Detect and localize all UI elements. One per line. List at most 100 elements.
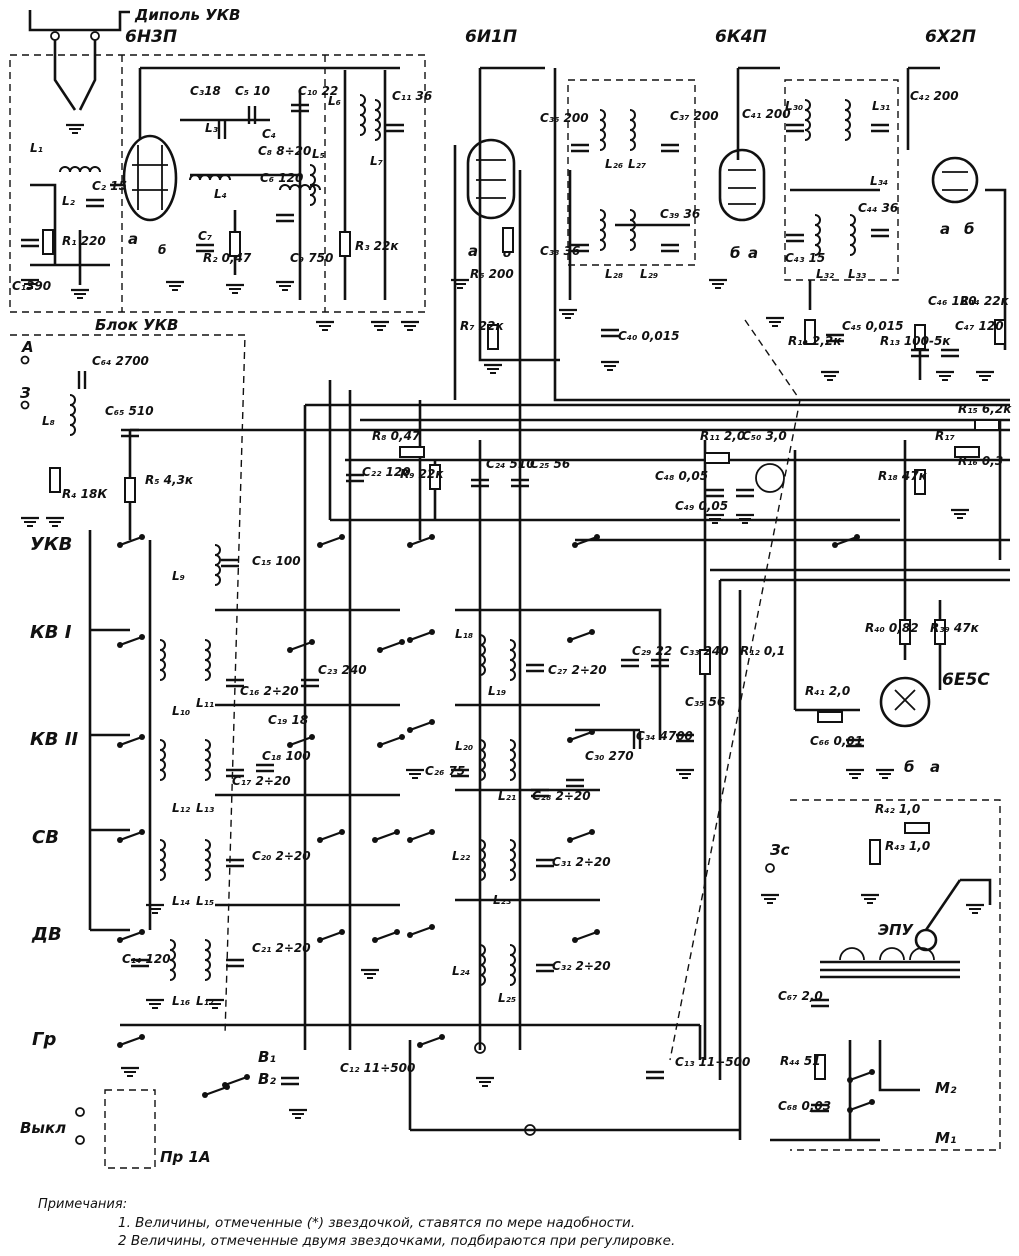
band-label: КВ I bbox=[30, 622, 72, 643]
switch-b2-label: В₂ bbox=[258, 1070, 276, 1088]
component-label-r9: R₉ 22к bbox=[400, 467, 444, 481]
component-label-c44: C₄₄ 36 bbox=[858, 201, 898, 215]
component-label-c32: C₃₂ 2÷20 bbox=[552, 959, 611, 973]
component-label-c28: C₂₈ 2÷20 bbox=[532, 789, 591, 803]
tube-label: 6Н3П bbox=[125, 27, 177, 47]
component-label-l4: L₄ bbox=[214, 187, 227, 201]
fuse-label: Пр 1А bbox=[160, 1148, 211, 1166]
band-label: СВ bbox=[32, 827, 59, 848]
notes-heading: Примечания: bbox=[38, 1197, 128, 1212]
component-label-c33: C₃₃ 240 bbox=[680, 644, 729, 658]
pickup-terminal-label: Зс bbox=[770, 841, 790, 859]
component-label-r15: R₁₅ 6,2к bbox=[958, 402, 1012, 416]
component-label-l7: L₇ bbox=[370, 154, 384, 168]
component-label-l31: L₃₁ bbox=[872, 99, 890, 113]
component-label-l18: L₁₈ bbox=[455, 627, 473, 641]
svg-text:a: a bbox=[128, 230, 138, 248]
component-label-r44: R₄₄ 51 bbox=[780, 1054, 821, 1068]
component-label-c19: C₁₉ 18 bbox=[268, 713, 308, 727]
component-label-l33: L₃₃ bbox=[848, 267, 867, 281]
component-label-c15: C₁₅ 100 bbox=[252, 554, 301, 568]
component-label-l22: L₂₂ bbox=[452, 849, 471, 863]
component-label-c8: C₈ 8÷20 bbox=[258, 144, 311, 158]
tube-6x2p-symbol: a б bbox=[931, 156, 979, 238]
output-m1-label: М₁ bbox=[935, 1129, 957, 1147]
band-label: ДВ bbox=[31, 924, 62, 945]
component-label-c6: C₆ 120 bbox=[260, 171, 303, 185]
svg-text:a: a bbox=[940, 220, 950, 238]
if-can-2 bbox=[784, 79, 899, 281]
notes: Примечания: 1. Величины, отмеченные (*) … bbox=[38, 1196, 938, 1250]
component-label-l13: L₁₃ bbox=[196, 801, 215, 815]
component-label-c2: C₂ 15 bbox=[92, 179, 127, 193]
tube-label: 6Х2П bbox=[925, 27, 976, 47]
component-label-l28: L₂₈ bbox=[605, 267, 623, 281]
component-label-r40: R₄₀ 0,82 bbox=[865, 621, 919, 635]
ganged-link-left bbox=[10, 334, 246, 1036]
tube-6i1p-symbol: a б bbox=[466, 138, 516, 260]
component-label-r1: R₁ 220 bbox=[62, 234, 106, 248]
component-label-l9: L₉ bbox=[172, 569, 185, 583]
component-label-l1: L₁ bbox=[30, 141, 43, 155]
component-label-c30: C₃₀ 270 bbox=[585, 749, 634, 763]
note-item: 2 Величины, отмеченные двумя звездочками… bbox=[118, 1233, 676, 1249]
component-label-l8: L₈ bbox=[42, 414, 55, 428]
component-label-l15: L₁₅ bbox=[196, 894, 214, 908]
component-label-c45: C₄₅ 0,015 bbox=[842, 319, 903, 333]
component-label-r3: R₃ 22к bbox=[355, 239, 399, 253]
component-label-c21: C₂₁ 2÷20 bbox=[252, 941, 311, 955]
component-label-l6: L₆ bbox=[328, 94, 341, 108]
output-m2-label: М₂ bbox=[935, 1079, 957, 1097]
component-label-c22: C₂₂ 120 bbox=[362, 465, 411, 479]
component-label-c50: C₅₀ 3,0 bbox=[742, 429, 787, 443]
component-label-l14: L₁₄ bbox=[172, 894, 190, 908]
tube-label: 6К4П bbox=[715, 27, 767, 47]
component-label-c47: C₄₇ 120 bbox=[955, 319, 1004, 333]
antenna-terminal-label: А bbox=[21, 338, 34, 356]
component-label-r43: R₄₃ 1,0 bbox=[885, 839, 930, 853]
component-label-c9: C₉ 750 bbox=[290, 251, 333, 265]
dipole-lead bbox=[28, 10, 130, 32]
component-label-c16: C₁₆ 2÷20 bbox=[240, 684, 299, 698]
component-label-r42: R₄₂ 1,0 bbox=[875, 802, 920, 816]
component-label-c3: C₃18 bbox=[190, 84, 221, 98]
component-label-r14: R₁₄ 22к bbox=[960, 294, 1010, 308]
band-label: Гр bbox=[32, 1029, 56, 1050]
svg-text:б: б bbox=[730, 244, 740, 262]
component-label-c41: C₄₁ 200 bbox=[742, 107, 791, 121]
component-label-c24: C₂₄ 510 bbox=[486, 457, 535, 471]
component-label-r17: R₁₇ bbox=[935, 429, 955, 443]
tube-6e5s-symbol: б а bbox=[879, 676, 940, 776]
component-label-l29: L₂₉ bbox=[640, 267, 658, 281]
component-label-r39: R₃₉ 47к bbox=[930, 621, 980, 635]
component-label-l21: L₂₁ bbox=[498, 789, 516, 803]
ukv-block-label: Блок УКВ bbox=[95, 316, 178, 334]
component-label-c66: C₆₆ 0,01 bbox=[810, 734, 863, 748]
component-label-c17: C₁₇ 2÷20 bbox=[232, 774, 291, 788]
component-label-c39: C₃₉ 36 bbox=[660, 207, 700, 221]
svg-text:а: а bbox=[930, 758, 940, 776]
epu-turntable bbox=[820, 879, 962, 979]
component-label-r10: R₁₀ 2,2к bbox=[788, 334, 842, 348]
component-label-l34: L₃₄ bbox=[870, 174, 888, 188]
svg-text:a: a bbox=[468, 242, 478, 260]
component-label-c35: C₃₅ 56 bbox=[685, 695, 725, 709]
component-label-c23: C₂₃ 240 bbox=[318, 663, 367, 677]
component-label-r12: R₁₂ 0,1 bbox=[740, 644, 785, 658]
component-label-c11: C₁₁ 36 bbox=[392, 89, 432, 103]
component-label-l23: L₂₃ bbox=[493, 893, 512, 907]
component-label-c68: C₆₈ 0,03 bbox=[778, 1099, 831, 1113]
component-label-l17: L₁₇ bbox=[196, 994, 215, 1008]
component-label-c27: C₂₇ 2÷20 bbox=[548, 663, 607, 677]
component-label-c5: C₅ 10 bbox=[235, 84, 270, 98]
component-label-r18: R₁₈ 47к bbox=[878, 469, 928, 483]
band-label: Выкл bbox=[20, 1119, 66, 1137]
tuning-cap-label: C₁₂ 11÷500 bbox=[340, 1061, 415, 1075]
component-label-r11: R₁₁ 2,0 bbox=[700, 429, 745, 443]
component-label-l19: L₁₉ bbox=[488, 684, 506, 698]
component-label-c40: C₄₀ 0,015 bbox=[618, 329, 679, 343]
component-label-c4: C₄ bbox=[262, 127, 276, 141]
component-label-r16: R₁₆ 0,3 bbox=[958, 454, 1003, 468]
component-label-l32: L₃₂ bbox=[816, 267, 835, 281]
